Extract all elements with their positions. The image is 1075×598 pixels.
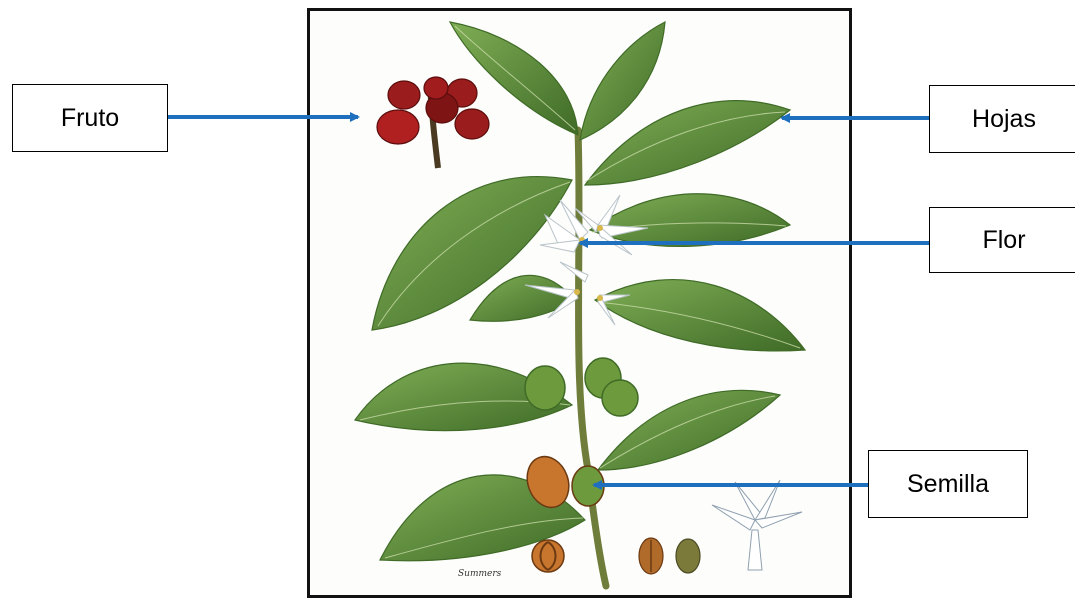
coffee-plant-illustration: Summers <box>355 22 805 586</box>
leaf <box>595 280 805 351</box>
label-semilla-text: Semilla <box>907 470 989 499</box>
label-flor: Flor <box>929 207 1075 273</box>
label-hojas: Hojas <box>929 85 1075 153</box>
red-berries <box>377 77 489 168</box>
leaf <box>590 194 790 247</box>
artist-signature: Summers <box>458 569 502 579</box>
coffee-beans <box>639 538 700 574</box>
label-hojas-text: Hojas <box>972 105 1036 134</box>
label-semilla: Semilla <box>868 450 1028 518</box>
label-fruto-text: Fruto <box>61 104 119 133</box>
label-flor-text: Flor <box>982 226 1025 255</box>
leaf <box>580 22 665 140</box>
label-fruto: Fruto <box>12 84 168 152</box>
leaf <box>470 275 575 321</box>
flower-detail <box>712 480 802 570</box>
seed-cross-section <box>532 540 564 572</box>
